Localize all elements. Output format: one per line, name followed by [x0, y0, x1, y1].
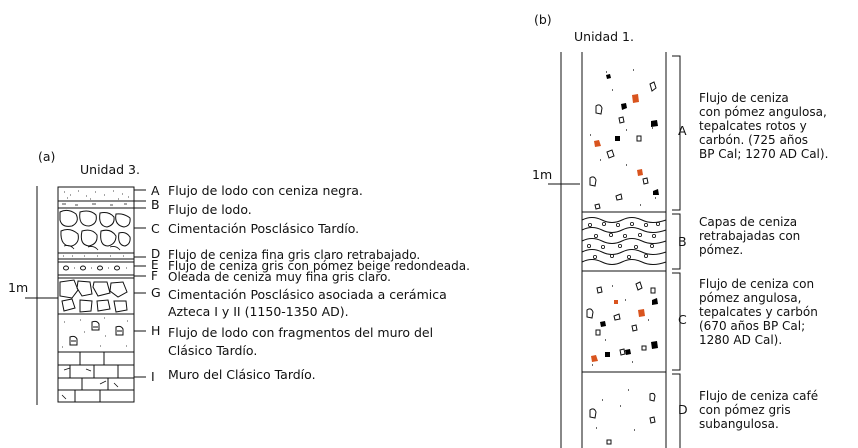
layer-i-letter: I: [151, 369, 155, 384]
layer-b-d-text: Flujo de ceniza café con pómez gris suba…: [699, 389, 819, 431]
layer-a-text: Flujo de lodo con ceniza negra.: [168, 183, 363, 198]
panel-b-tag: (b): [534, 12, 552, 27]
panel-a-title: Unidad 3.: [80, 162, 140, 177]
layer-a-letter: A: [151, 183, 160, 198]
layer-b-b-text: Capas de ceniza retrabajadas con pómez.: [699, 215, 801, 257]
panel-b-scale-label: 1m: [532, 167, 553, 182]
layer-h-letter: H: [151, 323, 161, 338]
layer-c-text: Cimentación Posclásico Tardío.: [168, 221, 360, 236]
layer-d-letter: D: [151, 247, 161, 261]
layer-f-text: Oleada de ceniza muy fina gris claro.: [168, 270, 391, 284]
column-b: [581, 52, 667, 448]
layer-f-letter: F: [151, 269, 158, 283]
layer-g-text: Cimentación Posclásico asociada a cerámi…: [168, 287, 447, 319]
layer-b-d-letter: D: [678, 402, 688, 417]
layer-i-text: Muro del Clásico Tardío.: [168, 367, 316, 382]
layer-b-c-letter: C: [678, 312, 687, 327]
layer-b-a-letter: A: [678, 123, 687, 138]
layer-h-text: Flujo de lodo con fragmentos del muro de…: [168, 325, 434, 358]
panel-b-title: Unidad 1.: [574, 29, 634, 44]
layer-b-b-letter: B: [678, 234, 687, 249]
layer-b-letter: B: [151, 197, 160, 212]
layer-b-a-text: Flujo de ceniza con pómez angulosa, tepa…: [699, 91, 829, 161]
layer-e-text: Flujo de ceniza gris con pómez beige red…: [168, 259, 470, 273]
layer-b-text: Flujo de lodo.: [168, 202, 252, 217]
column-a: [57, 186, 135, 403]
panel-a-scale-label: 1m: [8, 280, 29, 295]
layer-e-letter: E: [151, 258, 159, 272]
layer-c-letter: C: [151, 221, 160, 236]
layer-b-c-text: Flujo de ceniza con pómez angulosa, tepa…: [699, 277, 818, 347]
layer-d-text: Flujo de ceniza fina gris claro retrabaj…: [168, 248, 421, 262]
layer-g-letter: G: [151, 285, 161, 300]
panel-a-tag: (a): [38, 149, 56, 164]
